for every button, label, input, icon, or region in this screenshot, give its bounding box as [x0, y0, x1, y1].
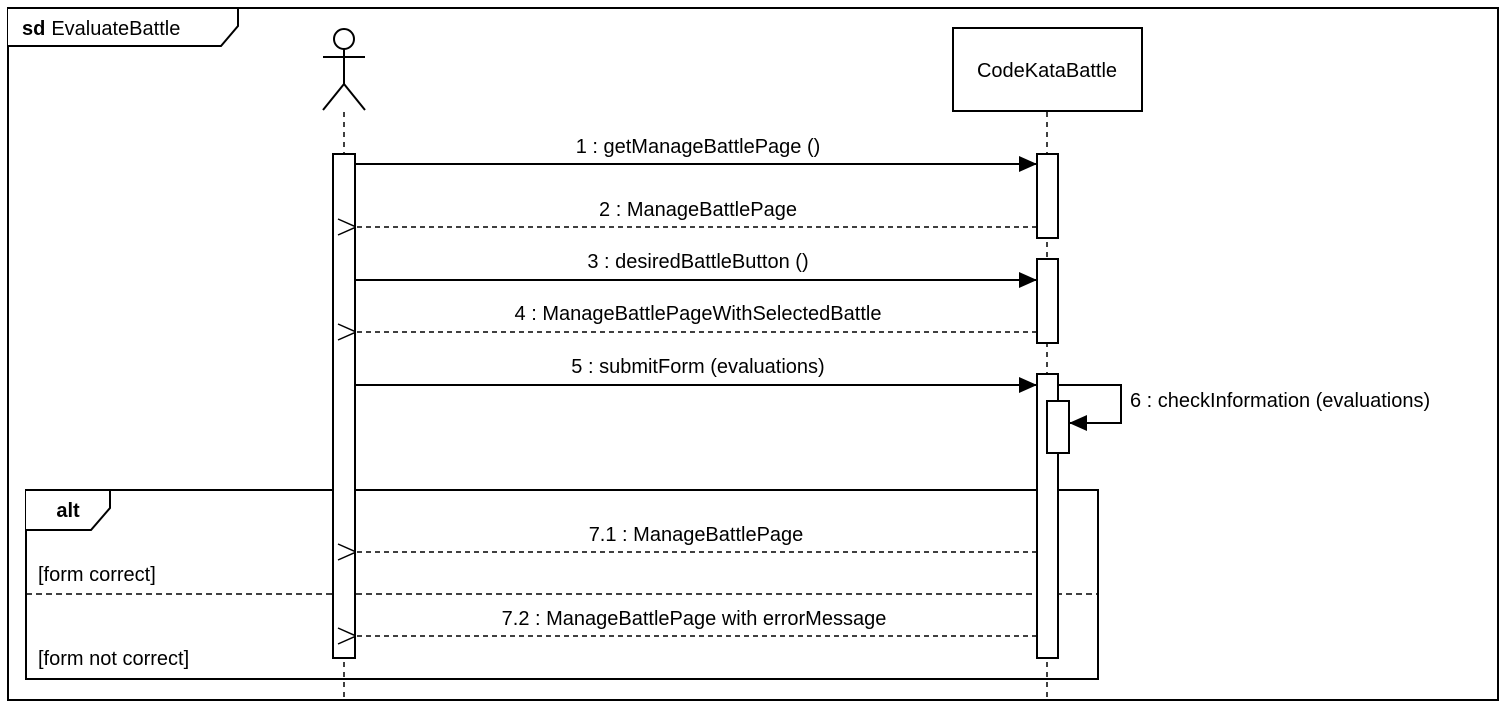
sd-frame-title: sd EvaluateBattle	[22, 18, 180, 40]
sd-keyword: sd	[22, 18, 45, 40]
guard-form-not-correct: [form not correct]	[38, 648, 189, 670]
message-arrow-6	[1058, 384, 1122, 431]
alt-fragment-tab	[26, 489, 111, 531]
message-label-1: 1 : getManageBattlePage ()	[576, 136, 821, 158]
message-label-7-1: 7.1 : ManageBattlePage	[589, 524, 804, 546]
message-label-6: 6 : checkInformation (evaluations)	[1130, 390, 1430, 412]
participant-label: CodeKataBattle	[977, 60, 1117, 82]
sd-frame-tab	[8, 7, 239, 47]
system-activation-nested	[1046, 400, 1070, 454]
message-label-3: 3 : desiredBattleButton ()	[587, 251, 808, 273]
sd-name: EvaluateBattle	[51, 18, 180, 40]
guard-form-correct: [form correct]	[38, 564, 156, 586]
message-label-7-2: 7.2 : ManageBattlePage with errorMessage	[502, 608, 887, 630]
system-activation-1	[1036, 153, 1059, 239]
alt-operator: alt	[56, 500, 80, 522]
actor-icon	[322, 28, 366, 111]
message-label-4: 4 : ManageBattlePageWithSelectedBattle	[515, 303, 882, 325]
participant-box	[952, 27, 1143, 112]
system-activation-2	[1036, 258, 1059, 344]
alt-fragment	[25, 489, 1099, 680]
actor-activation	[332, 153, 356, 659]
message-label-5: 5 : submitForm (evaluations)	[571, 356, 824, 378]
sd-frame	[7, 7, 1499, 701]
message-label-2: 2 : ManageBattlePage	[599, 199, 797, 221]
